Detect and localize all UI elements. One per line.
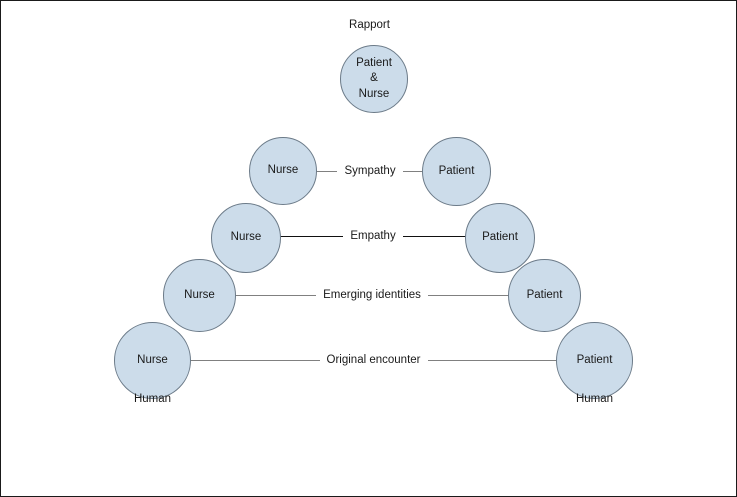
connector-original-encounter: Original encounter (188, 347, 560, 373)
node-line-3: Nurse (358, 87, 390, 100)
node-nurse-emerging-identities: Nurse (163, 259, 236, 332)
node-patient-sympathy: Patient (422, 137, 491, 206)
node-label: Patient (526, 288, 563, 301)
connector-rule-right (402, 235, 469, 237)
node-patient-empathy: Patient (465, 203, 535, 273)
node-patient-and-nurse: Patient & Nurse (340, 45, 408, 113)
node-line-1: Patient (356, 56, 392, 69)
connector-rule-right (427, 294, 511, 296)
node-label: Nurse (184, 288, 215, 301)
node-patient-original-encounter: Patient (556, 322, 633, 399)
node-nurse-sympathy: Nurse (249, 137, 317, 205)
connector-rule-left (233, 294, 317, 296)
caption-nurse-human: Human (133, 393, 172, 405)
node-label: Nurse (137, 353, 168, 366)
connector-rule-right (427, 359, 560, 361)
edge-label-empathy: Empathy (343, 230, 403, 242)
node-nurse-empathy: Nurse (211, 203, 281, 273)
connector-rule-left (278, 235, 344, 237)
caption-patient-human: Human (575, 393, 614, 405)
edge-label-sympathy: Sympathy (337, 165, 403, 177)
connector-emerging-identities: Emerging identities (233, 282, 511, 308)
node-label: Patient (482, 231, 518, 244)
edge-label-original-encounter: Original encounter (319, 354, 428, 366)
node-nurse-original-encounter: Nurse (114, 322, 191, 399)
node-label: Patient (438, 164, 475, 177)
node-label: Patient (576, 353, 613, 366)
edge-label-emerging-identities: Emerging identities (316, 289, 428, 301)
node-label: Nurse (267, 164, 299, 177)
node-line-2: & (370, 72, 378, 85)
connector-empathy: Empathy (278, 223, 469, 249)
apex-caption: Rapport (349, 19, 390, 31)
node-patient-emerging-identities: Patient (508, 259, 581, 332)
connector-sympathy: Sympathy (313, 156, 428, 186)
connector-rule-left (188, 359, 320, 361)
node-label: Nurse (230, 231, 262, 244)
